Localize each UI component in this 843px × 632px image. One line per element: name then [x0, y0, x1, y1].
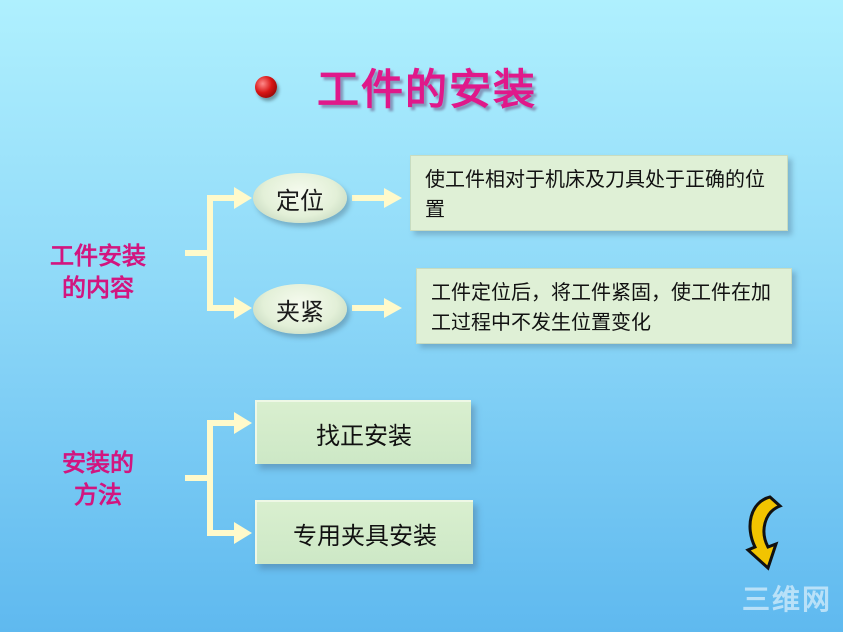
- page-title: 工件的安装: [317, 65, 538, 114]
- node-dingwei: 定位: [253, 173, 347, 223]
- section1-label-line: 工件安装: [50, 242, 146, 270]
- return-arrow-icon: [745, 495, 783, 571]
- section1-label-line: 的内容: [62, 274, 134, 302]
- method-zhaozheng: 找正安装: [255, 400, 471, 464]
- bullet-icon: [255, 75, 277, 98]
- desc-jiajin: 工件定位后，将工件紧固，使工件在加工过程中不发生位置变化: [416, 268, 792, 344]
- method-zhuanyong: 专用夹具安装: [255, 500, 473, 564]
- section1-label: 工件安装 的内容: [50, 240, 146, 304]
- desc-dingwei: 使工件相对于机床及刀具处于正确的位置: [410, 155, 788, 231]
- node-jiajin: 夹紧: [253, 284, 347, 334]
- section2-label-line: 方法: [74, 481, 122, 509]
- watermark-logo: 三维网: [742, 583, 833, 616]
- title-row: 工件的安装: [255, 56, 537, 117]
- section2-label: 安装的 方法: [62, 447, 134, 511]
- section2-label-line: 安装的: [62, 449, 134, 477]
